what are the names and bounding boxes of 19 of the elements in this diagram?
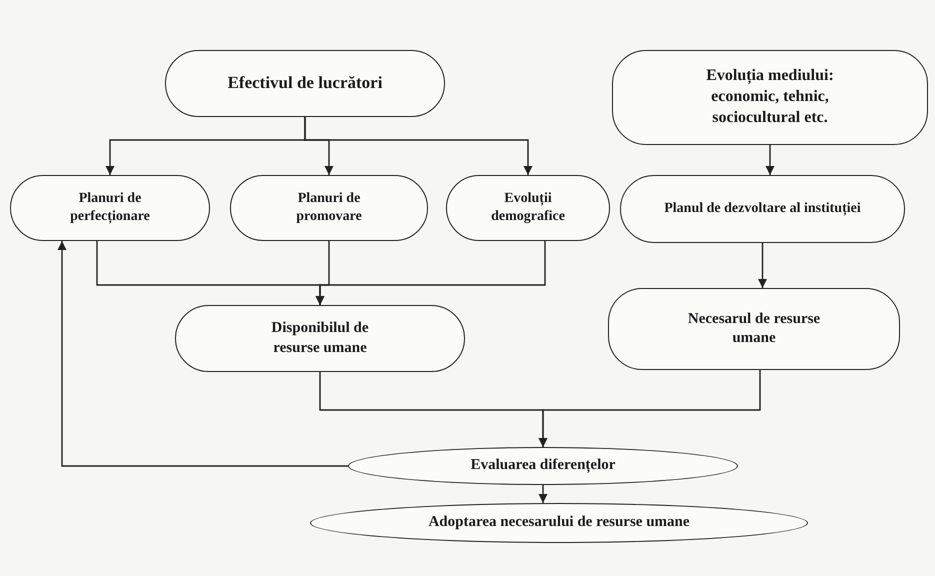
arrow xyxy=(316,241,546,305)
arrow xyxy=(538,370,761,447)
node-label: Evoluția mediului: economic, tehnic, sociocultural etc. xyxy=(705,66,835,128)
node-label: Disponibilul de resurse umane xyxy=(270,319,370,358)
arrow xyxy=(58,241,348,467)
arrow xyxy=(538,485,548,503)
node-label: Evaluarea diferențelor xyxy=(470,456,616,476)
rounded-box xyxy=(612,50,928,145)
node-label: Necesarul de resurse umane xyxy=(686,310,822,348)
node-label: Adoptarea necesarului de resurse umane xyxy=(428,513,690,532)
arrow xyxy=(304,117,532,175)
node-label: Planul de dezvoltare al instituției xyxy=(664,200,861,218)
arrow xyxy=(766,145,774,175)
rounded-box xyxy=(608,288,900,370)
node-label: Efectivul de lucrători xyxy=(228,72,382,94)
node-label: Evoluții demografice xyxy=(490,190,566,226)
arrow xyxy=(758,243,767,288)
node-label: Planuri de perfecționare xyxy=(69,190,151,226)
node-label: Planuri de promovare xyxy=(295,190,363,226)
